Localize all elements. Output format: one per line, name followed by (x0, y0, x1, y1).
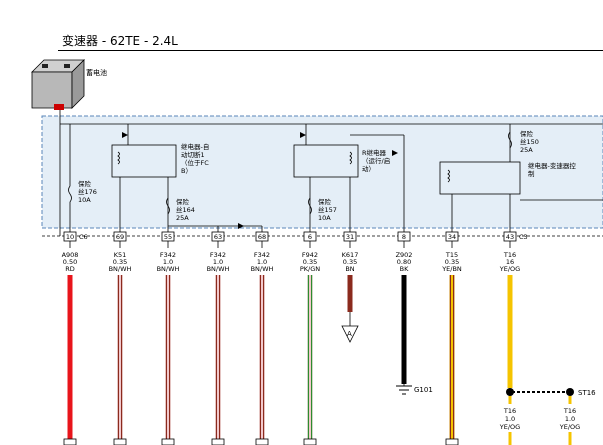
wire-label: RD (65, 265, 75, 273)
wire-label: 1.0 (257, 258, 267, 266)
connector-pin-number: 31 (346, 233, 354, 241)
wire-label: 0.35 (113, 258, 127, 266)
wire-label: F342 (254, 251, 270, 259)
relay-1-line3: （位于FC (181, 158, 209, 167)
relay-2-line2: （运行/启 (362, 156, 390, 165)
splice-node-left (506, 388, 514, 396)
wire-label: A908 (62, 251, 79, 259)
battery-icon (31, 59, 85, 110)
splice-node-right (566, 388, 574, 396)
bottom-connector (161, 438, 175, 445)
fuse-164 (166, 197, 170, 215)
fuse-176-line2: 丝176 (78, 187, 97, 196)
page-title: 变速器 - 62TE - 2.4L (62, 34, 178, 48)
wire-label: 16 (506, 258, 514, 266)
wire-label: BN (345, 265, 354, 273)
fuse-164-line1: 保险 (176, 197, 190, 206)
relay-2 (293, 144, 359, 178)
relay-1-line1: 继电器-自 (181, 142, 209, 151)
bottom-connector (445, 438, 459, 445)
connector-pin-number: 6 (308, 233, 312, 241)
connector-id: C3 (519, 233, 528, 241)
wire-label: T16 (503, 251, 516, 259)
wire-label: YE/OG (499, 265, 520, 273)
wire-label: 0.80 (397, 258, 411, 266)
connector-pin-number: 34 (448, 233, 456, 241)
relay-2-line3: 动） (362, 165, 375, 173)
wire-label: BN/WH (109, 265, 132, 273)
wire-label: BN/WH (207, 265, 230, 273)
wire-label: BN/WH (251, 265, 274, 273)
splice-branch-1-size: 1.0 (505, 415, 515, 423)
wire-label: 1.0 (213, 258, 223, 266)
relay-3 (439, 161, 521, 195)
ref-a-triangle (341, 325, 359, 343)
bottom-connector (63, 438, 77, 445)
fuse-176 (68, 124, 72, 236)
connector-pin-number: 10 (66, 233, 74, 241)
title-rule (58, 50, 603, 51)
splice-branch-1-color: YE/OG (499, 423, 520, 431)
wire-label: 0.35 (445, 258, 459, 266)
fuse-157-line3: 10A (318, 214, 331, 222)
fuse-157 (308, 197, 312, 215)
bottom-connector (211, 438, 225, 445)
fuse-164-line2: 丝164 (176, 205, 195, 214)
relay-1 (111, 144, 177, 178)
wire-label: PK/GN (300, 265, 320, 273)
wire-label: K51 (114, 251, 127, 259)
connector-pin-number: 55 (164, 233, 172, 241)
wire-label: K617 (342, 251, 359, 259)
battery-label: 蓄电池 (86, 68, 107, 77)
wire-label: BN/WH (157, 265, 180, 273)
splice-label: ST16 (578, 389, 596, 397)
fuse-150-line1: 保险 (520, 129, 534, 138)
bottom-connector (255, 438, 269, 445)
wire-label: 0.35 (303, 258, 317, 266)
relay-1-line2: 动切断1 (181, 150, 205, 159)
bottom-connector (113, 438, 127, 445)
splice-branch-1-code: T16 (503, 407, 516, 415)
connector-pin-number: 63 (214, 233, 222, 241)
ground-icon (396, 385, 412, 395)
wire-label: Z902 (396, 251, 413, 259)
fuse-164-line3: 25A (176, 214, 189, 222)
wire-label: YE/BN (441, 265, 462, 273)
fuse-150 (508, 131, 512, 149)
bottom-connector (303, 438, 317, 445)
splice-branch-2-color: YE/OG (559, 423, 580, 431)
fuse-150-line3: 25A (520, 146, 533, 154)
wire-label: F342 (160, 251, 176, 259)
connector-pin-number: 43 (506, 233, 514, 241)
connector-pin-number: 8 (402, 233, 406, 241)
ref-a-label: A (347, 330, 352, 338)
connector-id: C6 (79, 233, 88, 241)
wire-label: 1.0 (163, 258, 173, 266)
wire-label: T15 (445, 251, 458, 259)
wire-label: 0.35 (343, 258, 357, 266)
relay-1-line4: B） (181, 167, 192, 175)
relay-3-line2: 制 (528, 169, 535, 178)
wire-label: F342 (210, 251, 226, 259)
ground-label: G101 (414, 386, 433, 394)
splice-branch-2-size: 1.0 (565, 415, 575, 423)
wire-label: 0.50 (63, 258, 77, 266)
splice-branch-2-code: T16 (563, 407, 576, 415)
connector-pin-number: 69 (116, 233, 124, 241)
wire-label: BK (400, 265, 409, 273)
fuse-157-line1: 保险 (318, 197, 332, 206)
relay-3-line1: 继电器-变速器控 (528, 161, 576, 170)
connector-pin-number: 68 (258, 233, 266, 241)
power-distribution-module (41, 115, 603, 229)
fuse-176-line3: 10A (78, 196, 91, 204)
fuse-176-line1: 保险 (78, 179, 92, 188)
fuse-157-line2: 丝157 (318, 205, 337, 214)
fuse-150-line2: 丝150 (520, 137, 539, 146)
relay-2-line1: R继电器 (362, 148, 387, 157)
wire-label: F942 (302, 251, 318, 259)
